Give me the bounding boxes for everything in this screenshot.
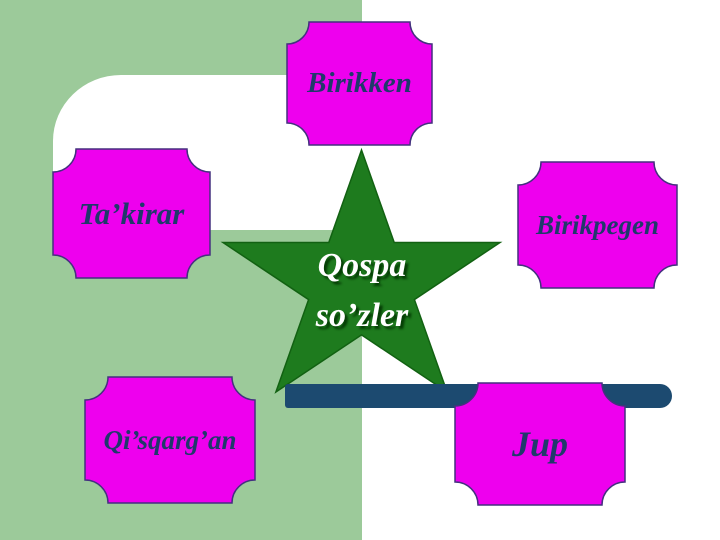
star-label-line1: Qospa [317,247,407,284]
node-label-birikpegen: Birikpegen [535,209,659,240]
plaque-shape [84,376,256,504]
node-birikken: Birikken [286,21,433,146]
plaque-shape [517,161,678,289]
node-qisqargan: Qi’sqarg’an [84,376,256,504]
node-birikpegen: Birikpegen [517,161,678,289]
plaque-shape [454,382,626,506]
plaque-shape [286,21,433,146]
star-label-line2: so’zler [315,297,409,334]
plaque-shape [52,148,211,279]
node-label-jup: Jup [511,424,569,464]
node-takirar: Ta’kirar [52,148,211,279]
node-jup: Jup [454,382,626,506]
node-label-birikken: Birikken [307,67,412,99]
node-label-qisqargan: Qi’sqarg’an [103,424,237,455]
node-label-takirar: Ta’kirar [78,195,185,231]
star-label: Qospa so’zler [262,241,462,341]
